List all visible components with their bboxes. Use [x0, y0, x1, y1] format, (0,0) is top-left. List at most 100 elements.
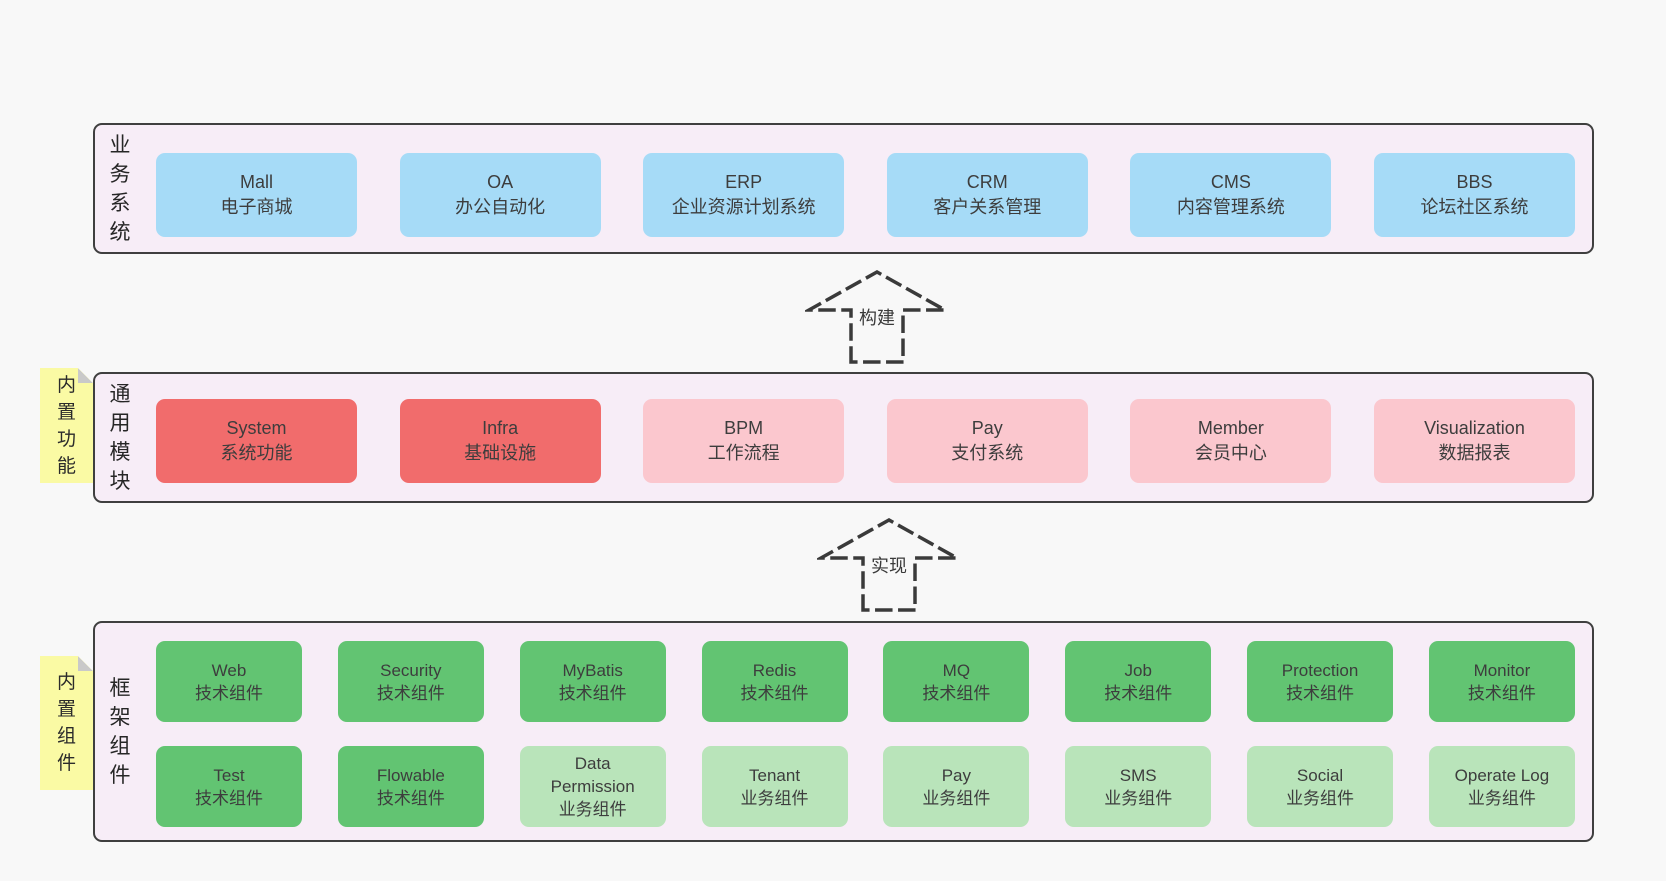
box-protection-subtitle: 技术组件 — [1286, 683, 1355, 703]
modules-boxes-row: System 系统功能 Infra 基础设施 BPM 工作流程 Pay 支付系统… — [156, 399, 1575, 483]
box-oa: OA 办公自动化 — [399, 153, 601, 237]
box-pay-component-subtitle: 业务组件 — [922, 788, 991, 808]
box-mall: Mall 电子商城 — [156, 153, 357, 237]
box-cms-subtitle: 内容管理系统 — [1176, 197, 1285, 217]
box-bbs-title: BBS — [1456, 172, 1493, 192]
box-visualization-title: Visualization — [1424, 418, 1525, 438]
box-cms: CMS 内容管理系统 — [1130, 153, 1332, 237]
box-mall-title: Mall — [239, 172, 273, 192]
box-mall-subtitle: 电子商城 — [220, 197, 293, 217]
box-operate-log-subtitle: 业务组件 — [1467, 788, 1536, 808]
box-bpm-title: BPM — [724, 418, 764, 438]
box-test: Test 技术组件 — [156, 746, 302, 827]
sticky-built-in-features-text: 内置功能 — [56, 374, 76, 477]
box-flowable-title: Flowable — [376, 765, 445, 785]
box-job-title: Job — [1124, 660, 1152, 680]
layer-components-label-text: 框架组件 — [109, 676, 131, 787]
components-row-1: Web 技术组件 Security 技术组件 MyBatis 技术组件 Redi… — [156, 641, 1575, 722]
box-crm: CRM 客户关系管理 — [886, 153, 1088, 237]
box-data-permission: Data Permission 业务组件 — [519, 746, 666, 827]
layer-business-label-text: 业务系统 — [109, 133, 131, 244]
layer-business-systems: 业务系统 Mall 电子商城 OA 办公自动化 ERP 企业资源计划系统 CRM… — [93, 123, 1594, 254]
box-mybatis-title: MyBatis — [562, 660, 623, 680]
box-flowable-subtitle: 技术组件 — [376, 788, 445, 808]
box-monitor-subtitle: 技术组件 — [1467, 683, 1536, 703]
box-data-permission-title: Data Permission — [550, 754, 635, 796]
box-monitor-title: Monitor — [1473, 660, 1531, 680]
box-mq: MQ 技术组件 — [883, 641, 1030, 722]
box-security: Security 技术组件 — [337, 641, 484, 722]
box-flowable: Flowable 技术组件 — [337, 746, 484, 827]
box-web-subtitle: 技术组件 — [195, 683, 263, 703]
layer-business-label: 业务系统 — [107, 125, 133, 252]
arrow-up-icon — [817, 517, 961, 612]
box-oa-subtitle: 办公自动化 — [455, 197, 546, 217]
box-web: Web 技术组件 — [156, 641, 302, 722]
arrow-build: 构建 — [805, 268, 949, 364]
box-pay-component: Pay 业务组件 — [883, 746, 1030, 827]
box-erp-subtitle: 企业资源计划系统 — [671, 197, 816, 217]
box-system-subtitle: 系统功能 — [220, 443, 293, 463]
layer-components-label: 框架组件 — [107, 623, 133, 840]
box-system-title: System — [226, 418, 287, 438]
box-test-subtitle: 技术组件 — [195, 788, 263, 808]
box-system: System 系统功能 — [156, 399, 357, 483]
sticky-fold-icon — [78, 656, 93, 671]
box-bpm-subtitle: 工作流程 — [707, 443, 780, 463]
box-sms-title: SMS — [1119, 765, 1157, 785]
box-operate-log-title: Operate Log — [1454, 765, 1550, 785]
box-bpm: BPM 工作流程 — [643, 399, 845, 483]
box-visualization-subtitle: 数据报表 — [1438, 443, 1511, 463]
box-monitor: Monitor 技术组件 — [1428, 641, 1575, 722]
box-social: Social 业务组件 — [1247, 746, 1394, 827]
box-mybatis: MyBatis 技术组件 — [519, 641, 666, 722]
box-bbs: BBS 论坛社区系统 — [1373, 153, 1575, 237]
box-data-permission-subtitle: 业务组件 — [558, 800, 627, 819]
layer-modules-label-text: 通用模块 — [109, 382, 131, 493]
arrow-implement: 实现 — [817, 516, 961, 612]
box-mq-title: MQ — [942, 660, 971, 680]
arrow-implement-label: 实现 — [868, 552, 910, 578]
box-mybatis-subtitle: 技术组件 — [558, 683, 627, 703]
box-operate-log: Operate Log 业务组件 — [1428, 746, 1575, 827]
sticky-note-background — [40, 656, 93, 790]
box-redis: Redis 技术组件 — [701, 641, 848, 722]
components-row-2: Test 技术组件 Flowable 技术组件 Data Permission … — [156, 746, 1575, 827]
box-protection-title: Protection — [1281, 660, 1359, 680]
arrow-build-label: 构建 — [856, 304, 898, 330]
box-redis-title: Redis — [752, 660, 797, 680]
box-redis-subtitle: 技术组件 — [740, 683, 809, 703]
box-crm-subtitle: 客户关系管理 — [933, 197, 1042, 217]
box-test-title: Test — [213, 765, 245, 785]
box-infra: Infra 基础设施 — [399, 399, 601, 483]
box-social-subtitle: 业务组件 — [1286, 788, 1355, 808]
box-oa-title: OA — [487, 172, 514, 192]
box-pay-component-title: Pay — [941, 765, 972, 785]
box-sms-subtitle: 业务组件 — [1104, 788, 1173, 808]
box-infra-subtitle: 基础设施 — [464, 443, 537, 463]
box-visualization: Visualization 数据报表 — [1373, 399, 1575, 483]
sticky-note-background — [40, 368, 93, 483]
box-infra-title: Infra — [482, 418, 519, 438]
box-protection: Protection 技术组件 — [1247, 641, 1394, 722]
arrow-up-icon — [805, 269, 949, 364]
box-web-title: Web — [211, 660, 247, 680]
layer-framework-components: 框架组件 Web 技术组件 Security 技术组件 MyBatis 技术组件… — [93, 621, 1594, 842]
sticky-built-in-components: 内置组件 — [40, 656, 93, 790]
box-job: Job 技术组件 — [1065, 641, 1212, 722]
box-security-title: Security — [380, 660, 442, 680]
box-job-subtitle: 技术组件 — [1104, 683, 1173, 703]
sticky-fold-icon — [78, 368, 93, 383]
box-erp: ERP 企业资源计划系统 — [643, 153, 845, 237]
box-mq-subtitle: 技术组件 — [922, 683, 991, 703]
box-tenant-title: Tenant — [749, 765, 801, 785]
layer-modules-label: 通用模块 — [107, 374, 133, 501]
sticky-built-in-features: 内置功能 — [40, 368, 93, 483]
box-social-title: Social — [1296, 765, 1344, 785]
box-erp-title: ERP — [725, 172, 763, 192]
layer-common-modules: 通用模块 System 系统功能 Infra 基础设施 BPM 工作流程 Pay… — [93, 372, 1594, 503]
business-boxes-row: Mall 电子商城 OA 办公自动化 ERP 企业资源计划系统 CRM 客户关系… — [156, 153, 1575, 237]
box-crm-title: CRM — [966, 172, 1008, 192]
box-tenant-subtitle: 业务组件 — [740, 788, 809, 808]
